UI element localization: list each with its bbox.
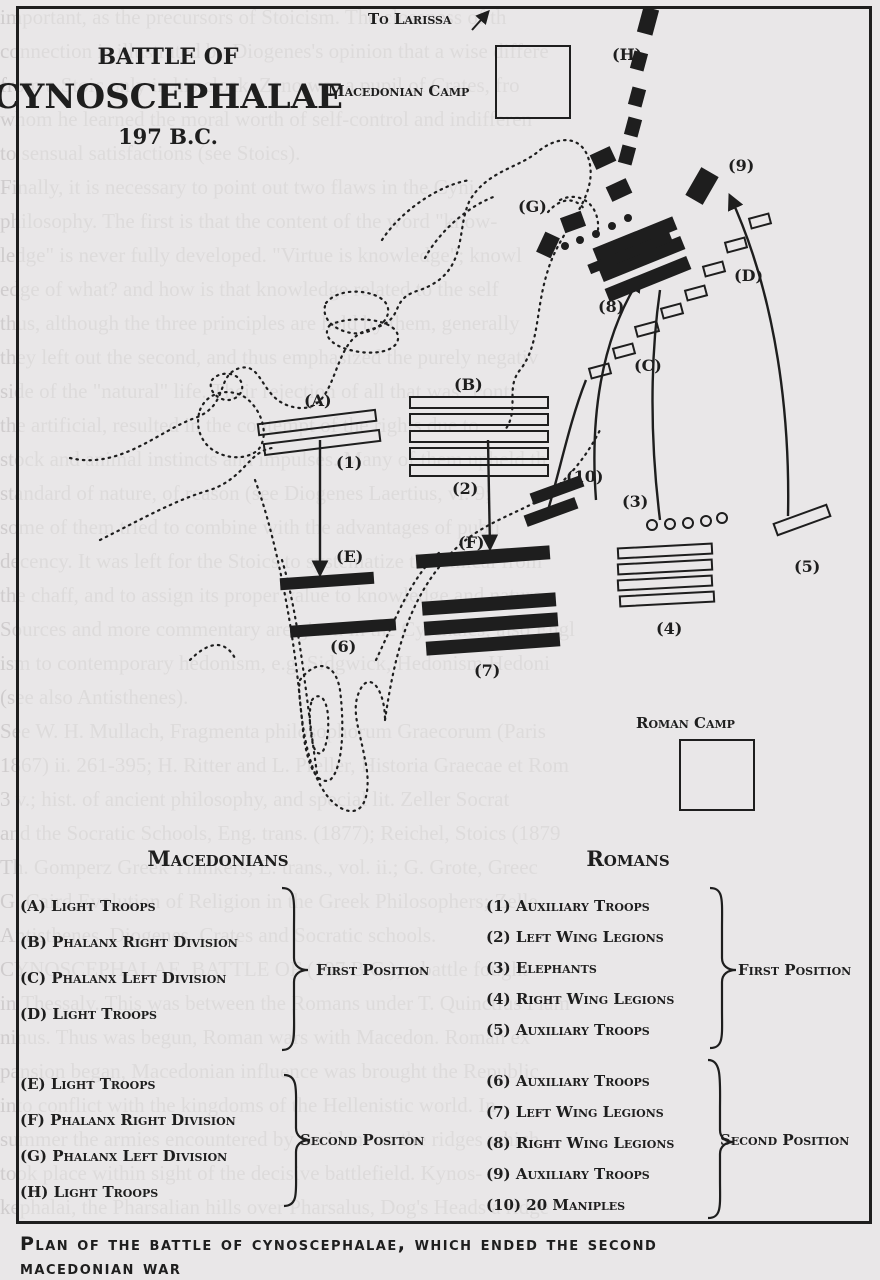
terrain-contours: [68, 139, 602, 813]
bleed-line: of which the Thessalian plain extends; t…: [0, 1224, 880, 1230]
legend-item-roman-second: (6) Auxiliary Troops: [486, 1072, 650, 1090]
marker-1: (1): [336, 453, 362, 472]
marker-5: (5): [794, 557, 820, 576]
marker-6: (6): [330, 637, 356, 656]
macedonian-camp-label: Macedonian Camp: [328, 82, 469, 100]
legend-item-macedonian-second: (H) Light Troops: [20, 1183, 158, 1201]
unit-7-left-wing-legions: [421, 592, 561, 656]
roman-camp-label: Roman Camp: [636, 714, 735, 732]
caption-line2: macedonian war: [20, 1257, 182, 1279]
legend-heading-macedonians: Macedonians: [147, 846, 288, 871]
legend-item-roman-second: (8) Right Wing Legions: [486, 1134, 674, 1152]
legend-item-roman-first: (5) Auxiliary Troops: [486, 1021, 650, 1039]
to-larissa-label: To Larissa: [368, 10, 452, 28]
mac-first-position-label: First Position: [316, 961, 429, 979]
legend-item-roman-first: (4) Right Wing Legions: [486, 990, 674, 1008]
legend-heading-romans: Romans: [586, 846, 669, 871]
legend-item-roman-first: (3) Elephants: [486, 959, 597, 977]
map-title-date: 197 B.C.: [118, 124, 218, 149]
unit-e-light-troops: [279, 571, 375, 591]
marker-h: (H): [612, 45, 642, 64]
marker-2: (2): [452, 479, 478, 498]
marker-8: (8): [598, 297, 624, 316]
legend-item-roman-second: (7) Left Wing Legions: [486, 1103, 664, 1121]
marker-9: (9): [728, 156, 754, 175]
marker-f: (F): [458, 533, 485, 552]
larissa-arrow: [471, 9, 490, 31]
marker-7: (7): [474, 661, 500, 680]
mac-second-position-label: Second Positon: [300, 1131, 424, 1149]
marker-d: (D): [734, 266, 763, 285]
movement-arrows: [311, 192, 790, 578]
marker-3: (3): [622, 492, 648, 511]
legend-item-roman-second: (10) 20 Maniples: [486, 1196, 625, 1214]
legend-item-macedonian-second: (G) Phalanx Left Division: [20, 1147, 227, 1165]
marker-e: (E): [336, 547, 363, 566]
unit-f-phalanx-right: [415, 545, 551, 569]
unit-b-phalanx-right: [409, 396, 549, 477]
marker-4: (4): [656, 619, 682, 638]
legend-item-macedonian-second: (F) Phalanx Right Division: [20, 1111, 236, 1129]
roman-camp: [679, 739, 755, 811]
caption-line1: Plan of the battle of cynoscephalae, whi…: [20, 1233, 658, 1255]
legend-item-macedonian-first: (A) Light Troops: [20, 897, 156, 915]
rom-second-position-label: Second Position: [720, 1131, 849, 1149]
map-title-line2: CYNOSCEPHALAE: [0, 77, 343, 117]
battle-map: BATTLE OF CYNOSCEPHALAE 197 B.C. To Lari…: [0, 6, 851, 1220]
legend-item-macedonian-first: (D) Light Troops: [20, 1005, 157, 1023]
unit-4-right-wing-legions: [616, 542, 716, 608]
unit-6-auxiliary-troops: [289, 618, 397, 638]
legend-item-macedonian-second: (E) Light Troops: [20, 1075, 155, 1093]
legend-item-roman-first: (1) Auxiliary Troops: [486, 897, 650, 915]
marker-a: (A): [304, 391, 332, 410]
legend-item-macedonian-first: (C) Phalanx Left Division: [20, 969, 226, 987]
unit-8-right-wing-legions: [587, 231, 673, 275]
unit-h-light-troops: [617, 6, 660, 166]
legend-item-roman-first: (2) Left Wing Legions: [486, 928, 664, 946]
marker-b: (B): [454, 375, 483, 394]
map-title-line1: BATTLE OF: [97, 44, 238, 70]
legend-item-macedonian-first: (B) Phalanx Right Division: [20, 933, 238, 951]
unit-3-elephants: [646, 512, 728, 531]
unit-a-light-troops: [256, 408, 382, 457]
legend-braces: [281, 886, 737, 1220]
marker-10: (10): [566, 467, 603, 486]
unit-9-auxiliary-troops: [685, 167, 719, 205]
unit-c-phalanx-left: [633, 320, 661, 338]
marker-g: (G): [518, 197, 547, 216]
macedonian-camp: [495, 45, 571, 119]
figure-caption: Plan of the battle of cynoscephalae, whi…: [20, 1232, 870, 1280]
unit-5-auxiliary-troops: [772, 503, 832, 537]
unit-10-maniples: [523, 475, 585, 527]
rom-first-position-label: First Position: [738, 961, 851, 979]
marker-c: (C): [634, 356, 662, 375]
unit-g-dots: [561, 214, 632, 250]
macedonian-light-troops-d: [587, 212, 773, 380]
legend-item-roman-second: (9) Auxiliary Troops: [486, 1165, 650, 1183]
